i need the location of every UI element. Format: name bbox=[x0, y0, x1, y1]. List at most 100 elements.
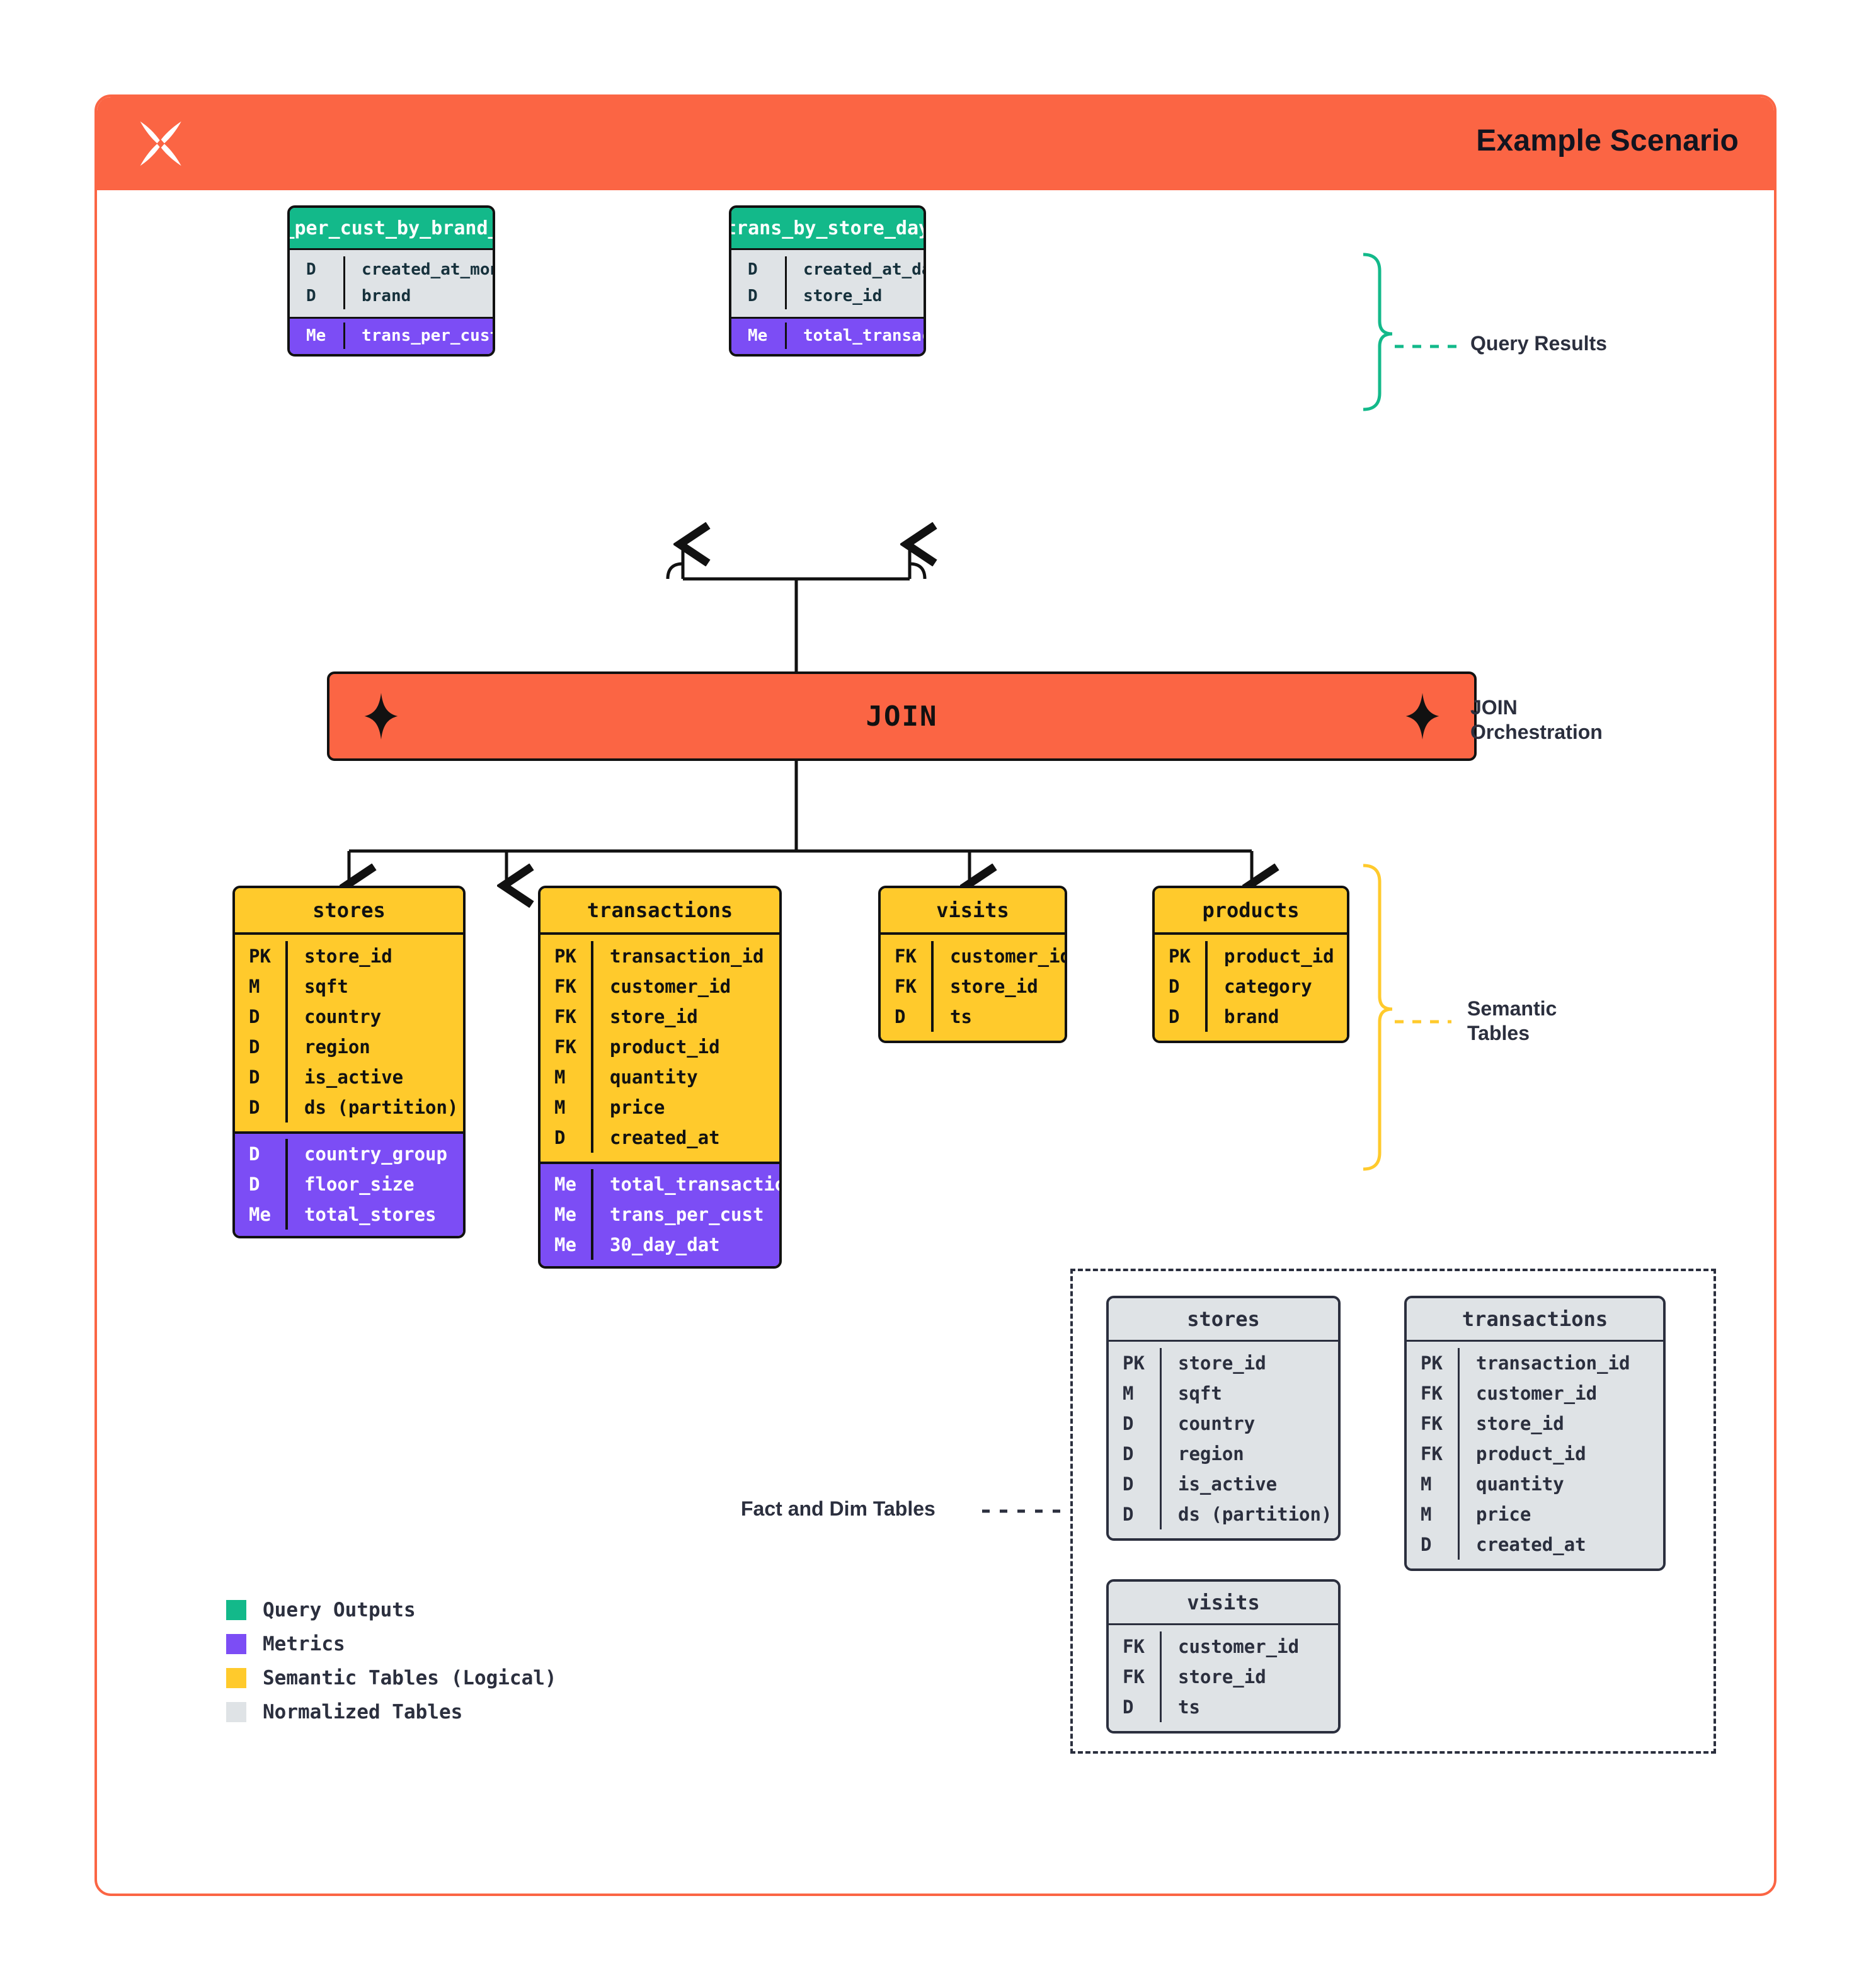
row-field: country bbox=[1178, 1413, 1256, 1434]
row-field: transaction_id bbox=[1476, 1352, 1630, 1374]
row-kind: PK bbox=[1109, 1348, 1162, 1378]
row-kind: D bbox=[1109, 1499, 1162, 1529]
sparkle-icon bbox=[1405, 693, 1439, 740]
table-row: Me trans_per_cust bbox=[290, 323, 493, 349]
row-kind: D bbox=[290, 256, 345, 283]
row-kind: M bbox=[235, 971, 288, 1002]
query-result-table-0[interactable]: trans_per_cust_by_brand_month D created_… bbox=[287, 205, 495, 357]
annotation-join-line2: Orchestration bbox=[1470, 721, 1603, 744]
row-kind: FK bbox=[1407, 1408, 1460, 1439]
table-row: D created_at_month bbox=[290, 256, 493, 283]
annotation-fact-dim: Fact and Dim Tables bbox=[741, 1497, 936, 1520]
legend-item: Query Outputs bbox=[226, 1593, 557, 1627]
row-field: sqft bbox=[304, 976, 348, 997]
row-field: product_id bbox=[1476, 1443, 1586, 1465]
row-kind: Me bbox=[541, 1169, 593, 1199]
legend-swatch-semantic-tables bbox=[226, 1668, 246, 1688]
row-field: ts bbox=[950, 1006, 972, 1027]
page-title: Example Scenario bbox=[1476, 124, 1739, 157]
annotation-semantic-line2: Tables bbox=[1467, 1022, 1530, 1045]
row-kind: D bbox=[731, 283, 787, 309]
table-row: D store_id bbox=[731, 283, 924, 309]
row-field: created_at bbox=[1476, 1534, 1586, 1555]
table-row: D brand bbox=[290, 283, 493, 309]
row-field: created_at_month bbox=[362, 260, 493, 279]
row-kind: D bbox=[1155, 971, 1208, 1002]
row-kind: FK bbox=[1109, 1631, 1162, 1662]
row-field: trans_per_cust bbox=[610, 1204, 764, 1225]
row-field: store_id bbox=[803, 287, 883, 306]
row-kind: FK bbox=[1407, 1439, 1460, 1469]
legend-label: Semantic Tables (Logical) bbox=[263, 1667, 557, 1689]
row-kind: PK bbox=[541, 941, 593, 971]
row-kind: PK bbox=[1407, 1348, 1460, 1378]
legend-swatch-query-outputs bbox=[226, 1600, 246, 1620]
row-kind: M bbox=[1407, 1469, 1460, 1499]
row-kind: M bbox=[541, 1062, 593, 1092]
row-kind: D bbox=[290, 283, 345, 309]
row-field: transaction_id bbox=[610, 945, 764, 967]
table-title: transactions bbox=[1407, 1298, 1663, 1342]
row-kind: D bbox=[1109, 1439, 1162, 1469]
row-kind: FK bbox=[1407, 1378, 1460, 1408]
table-row: PK transaction_id bbox=[541, 941, 779, 971]
metric-group: Me trans_per_cust bbox=[290, 317, 493, 354]
row-field: country bbox=[304, 1006, 382, 1027]
dimension-group: D created_at_month D brand bbox=[290, 248, 493, 317]
row-kind: FK bbox=[541, 971, 593, 1002]
row-field: brand bbox=[1224, 1006, 1279, 1027]
star-burst-logo-icon bbox=[140, 121, 181, 166]
table-row: PK transaction_id bbox=[1407, 1348, 1663, 1378]
row-kind: D bbox=[1109, 1408, 1162, 1439]
annotation-join-line1: JOIN bbox=[1470, 696, 1518, 719]
row-kind: Me bbox=[731, 323, 787, 349]
row-kind: D bbox=[1407, 1529, 1460, 1560]
normalized-table-transactions[interactable]: transactions PK transaction_id FK customer… bbox=[1404, 1296, 1666, 1571]
row-kind: M bbox=[1407, 1499, 1460, 1529]
row-kind: D bbox=[235, 1092, 288, 1123]
row-kind: M bbox=[541, 1092, 593, 1123]
row-field: customer_id bbox=[1476, 1383, 1598, 1404]
query-result-table-1[interactable]: trans_by_store_day D created_at_day D st… bbox=[729, 205, 926, 357]
row-field: customer_id bbox=[950, 945, 1067, 967]
row-field: total_stores bbox=[304, 1204, 437, 1225]
row-field: price bbox=[610, 1097, 665, 1118]
fact-dim-region bbox=[1070, 1269, 1716, 1754]
join-orchestration-bar[interactable]: JOIN bbox=[327, 671, 1477, 761]
sparkle-icon bbox=[364, 693, 398, 740]
row-kind: D bbox=[235, 1062, 288, 1092]
annotation-semantic-tables: Semantic Tables bbox=[1467, 997, 1557, 1046]
legend-label: Query Outputs bbox=[263, 1599, 416, 1621]
row-kind: FK bbox=[541, 1032, 593, 1062]
row-kind: D bbox=[235, 1139, 288, 1169]
